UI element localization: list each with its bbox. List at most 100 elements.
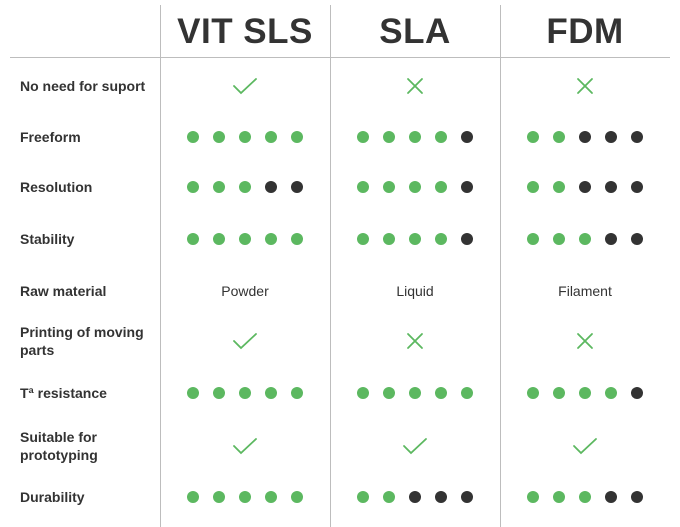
row-label: Printing of moving parts bbox=[20, 324, 144, 358]
table-cell bbox=[160, 175, 330, 199]
rating-dots bbox=[187, 387, 303, 399]
rating-dots bbox=[527, 181, 643, 193]
rating-dots bbox=[527, 131, 643, 143]
rating-dot-filled bbox=[435, 131, 447, 143]
check-icon bbox=[573, 438, 597, 455]
rating-dot-filled bbox=[553, 387, 565, 399]
rating-dot-filled bbox=[213, 491, 225, 503]
rating-dot-filled bbox=[291, 131, 303, 143]
rating-dot-filled bbox=[187, 181, 199, 193]
rating-dot-filled bbox=[291, 233, 303, 245]
rating-dot-filled bbox=[357, 387, 369, 399]
rating-dot-filled bbox=[383, 131, 395, 143]
rating-dot-empty bbox=[605, 233, 617, 245]
rating-dot-filled bbox=[265, 233, 277, 245]
rating-dot-empty bbox=[579, 131, 591, 143]
table-cell bbox=[330, 74, 500, 98]
rating-dot-empty bbox=[409, 491, 421, 503]
table-cell bbox=[160, 227, 330, 251]
row-label: No need for suport bbox=[20, 78, 146, 94]
rating-dot-filled bbox=[239, 233, 251, 245]
rating-dot-empty bbox=[605, 491, 617, 503]
rating-dot-filled bbox=[579, 233, 591, 245]
row-label: Suitable for prototyping bbox=[20, 429, 98, 463]
rating-dot-filled bbox=[579, 387, 591, 399]
rating-dot-empty bbox=[461, 131, 473, 143]
cell-text: Filament bbox=[558, 283, 612, 299]
column-divider bbox=[160, 5, 161, 527]
rating-dot-filled bbox=[213, 387, 225, 399]
table-cell bbox=[330, 329, 500, 353]
table-cell bbox=[330, 434, 500, 458]
check-icon bbox=[233, 333, 257, 350]
check-icon bbox=[233, 78, 257, 95]
row-label: Durability bbox=[20, 489, 85, 505]
table-cell bbox=[330, 175, 500, 199]
row-label: Resolution bbox=[20, 179, 93, 195]
check-icon bbox=[403, 438, 427, 455]
rating-dot-filled bbox=[527, 131, 539, 143]
rating-dot-filled bbox=[239, 131, 251, 143]
rating-dot-filled bbox=[239, 491, 251, 503]
rating-dot-filled bbox=[435, 233, 447, 245]
cell-text: Powder bbox=[221, 283, 269, 299]
rating-dots bbox=[357, 131, 473, 143]
table-cell: Powder bbox=[160, 279, 330, 303]
rating-dot-filled bbox=[187, 233, 199, 245]
rating-dot-filled bbox=[265, 491, 277, 503]
rating-dots bbox=[357, 491, 473, 503]
rating-dot-filled bbox=[383, 387, 395, 399]
rating-dot-empty bbox=[265, 181, 277, 193]
rating-dot-empty bbox=[579, 181, 591, 193]
rating-dot-filled bbox=[291, 491, 303, 503]
rating-dot-filled bbox=[527, 491, 539, 503]
rating-dot-filled bbox=[579, 491, 591, 503]
cross-icon bbox=[577, 78, 593, 94]
rating-dot-filled bbox=[527, 233, 539, 245]
rating-dot-empty bbox=[435, 491, 447, 503]
rating-dot-filled bbox=[409, 387, 421, 399]
rating-dot-filled bbox=[357, 131, 369, 143]
column-header-sla: SLA bbox=[379, 12, 451, 51]
table-cell bbox=[330, 125, 500, 149]
rating-dot-filled bbox=[239, 181, 251, 193]
rating-dot-filled bbox=[357, 233, 369, 245]
rating-dots bbox=[187, 233, 303, 245]
rating-dot-filled bbox=[409, 233, 421, 245]
rating-dot-filled bbox=[187, 387, 199, 399]
table-cell: Filament bbox=[500, 279, 670, 303]
rating-dot-empty bbox=[631, 181, 643, 193]
rating-dot-filled bbox=[357, 491, 369, 503]
rating-dot-filled bbox=[265, 131, 277, 143]
rating-dot-filled bbox=[409, 131, 421, 143]
table-cell bbox=[160, 381, 330, 405]
row-label: Tª resistance bbox=[20, 385, 107, 401]
rating-dot-filled bbox=[553, 181, 565, 193]
rating-dot-filled bbox=[527, 181, 539, 193]
table-cell bbox=[500, 485, 670, 509]
rating-dot-empty bbox=[461, 181, 473, 193]
rating-dot-filled bbox=[435, 387, 447, 399]
table-cell bbox=[500, 74, 670, 98]
rating-dots bbox=[357, 181, 473, 193]
rating-dot-filled bbox=[383, 491, 395, 503]
table-cell bbox=[500, 434, 670, 458]
rating-dot-empty bbox=[291, 181, 303, 193]
rating-dot-filled bbox=[553, 233, 565, 245]
cell-text: Liquid bbox=[396, 283, 434, 299]
table-cell: Liquid bbox=[330, 279, 500, 303]
rating-dots bbox=[527, 387, 643, 399]
rating-dot-filled bbox=[383, 233, 395, 245]
row-label: Freeform bbox=[20, 129, 81, 145]
rating-dots bbox=[357, 387, 473, 399]
check-icon bbox=[233, 438, 257, 455]
rating-dots bbox=[527, 233, 643, 245]
rating-dot-filled bbox=[383, 181, 395, 193]
rating-dots bbox=[187, 491, 303, 503]
row-label: Raw material bbox=[20, 283, 107, 299]
table-cell bbox=[500, 125, 670, 149]
rating-dot-filled bbox=[527, 387, 539, 399]
table-cell bbox=[500, 175, 670, 199]
cross-icon bbox=[407, 333, 423, 349]
